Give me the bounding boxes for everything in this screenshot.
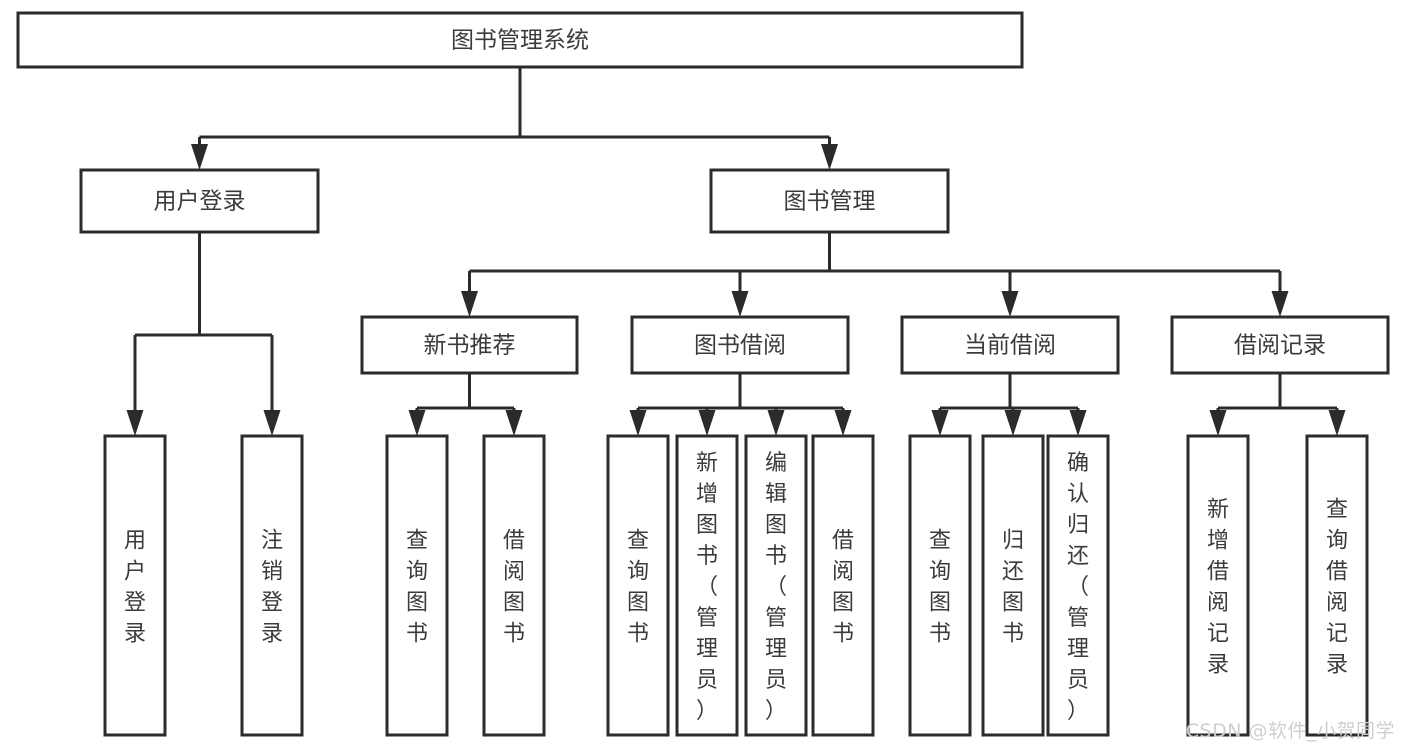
node-borrow-record[interactable]: 借阅记录 (1170, 315, 1390, 375)
leaf-box (908, 434, 972, 737)
edge-leaf-add-book-arrowhead (698, 410, 716, 436)
leaf-query-record[interactable]: 查询借阅记录 (1305, 434, 1369, 737)
edge-book-manage-to-borrow-record-arrowhead (1271, 291, 1289, 317)
leaf-label: 新增图书（管理员） (696, 451, 718, 724)
leaf-label: 新增借阅记录 (1207, 498, 1229, 678)
leaf-label: 借阅图书 (503, 529, 525, 647)
node-label: 图书借阅 (694, 333, 786, 359)
leaf-box (675, 434, 739, 737)
leaf-logout[interactable]: 注销登录 (240, 434, 304, 737)
node-box (1170, 315, 1390, 375)
leaf-user-login[interactable]: 用户登录 (103, 434, 167, 737)
edge-leaf-logout-arrowhead (263, 410, 281, 436)
leaf-add-record[interactable]: 新增借阅记录 (1186, 434, 1250, 737)
leaf-box (1046, 434, 1110, 737)
edge-leaf-borrow-book-arrowhead (834, 410, 852, 436)
node-label: 用户登录 (154, 189, 246, 215)
leaf-query-book-rec[interactable]: 查询图书 (385, 434, 449, 737)
node-book-manage[interactable]: 图书管理 (709, 168, 950, 234)
connector-edges (126, 67, 1346, 436)
edge-leaf-query-book-rec-arrowhead (408, 410, 426, 436)
node-root[interactable]: 图书管理系统 (16, 11, 1024, 69)
leaf-label: 归还图书 (1002, 529, 1024, 647)
node-user-login[interactable]: 用户登录 (79, 168, 320, 234)
node-label: 新书推荐 (424, 333, 516, 359)
edge-leaf-add-record-arrowhead (1209, 410, 1227, 436)
edge-book-manage-to-new-book-rec-arrowhead (461, 291, 478, 317)
node-box (16, 11, 1024, 69)
edge-book-manage-to-book-borrow-arrowhead (731, 291, 749, 317)
edge-leaf-query-book-borrow-arrowhead (629, 410, 647, 436)
node-current-borrow[interactable]: 当前借阅 (900, 315, 1120, 375)
edge-leaf-borrow-book-rec-arrowhead (505, 410, 523, 436)
leaf-box (981, 434, 1045, 737)
leaf-box (1186, 434, 1250, 737)
node-box (630, 315, 850, 375)
leaf-label: 查询借阅记录 (1326, 498, 1348, 678)
node-new-book-rec[interactable]: 新书推荐 (360, 315, 579, 375)
leaf-label: 用户登录 (124, 529, 146, 647)
leaf-box (240, 434, 304, 737)
edge-leaf-user-login-arrowhead (126, 410, 144, 436)
edge-leaf-confirm-return-arrowhead (1069, 410, 1087, 436)
leaf-box (482, 434, 546, 737)
leaf-confirm-return[interactable]: 确认归还（管理员） (1046, 434, 1110, 737)
diagram-nodes: 图书管理系统用户登录图书管理新书推荐图书借阅当前借阅借阅记录用户登录注销登录查询… (16, 11, 1390, 737)
leaf-borrow-book-rec[interactable]: 借阅图书 (482, 434, 546, 737)
leaf-label: 编辑图书（管理员） (765, 451, 787, 724)
leaf-box (811, 434, 875, 737)
node-box (900, 315, 1120, 375)
leaf-label: 注销登录 (261, 529, 283, 647)
node-box (360, 315, 579, 375)
leaf-borrow-book[interactable]: 借阅图书 (811, 434, 875, 737)
node-label: 图书管理 (784, 189, 876, 215)
leaf-query-book-current[interactable]: 查询图书 (908, 434, 972, 737)
leaf-box (744, 434, 808, 737)
leaf-label: 确认归还（管理员） (1067, 451, 1089, 724)
leaf-query-book-borrow[interactable]: 查询图书 (606, 434, 670, 737)
edge-book-manage-to-current-borrow-arrowhead (1001, 291, 1019, 317)
leaf-label: 查询图书 (627, 529, 649, 647)
edge-leaf-return-book-arrowhead (1004, 410, 1022, 436)
node-label: 当前借阅 (964, 333, 1056, 359)
leaf-box (1305, 434, 1369, 737)
leaf-box (385, 434, 449, 737)
node-book-borrow[interactable]: 图书借阅 (630, 315, 850, 375)
node-label: 借阅记录 (1234, 333, 1326, 359)
leaf-add-book[interactable]: 新增图书（管理员） (675, 434, 739, 737)
edge-leaf-edit-book-arrowhead (767, 410, 785, 436)
edge-leaf-query-book-current-arrowhead (931, 410, 949, 436)
leaf-box (606, 434, 670, 737)
edge-root-to-book-manage-arrowhead (821, 144, 838, 170)
leaf-return-book[interactable]: 归还图书 (981, 434, 1045, 737)
leaf-label: 查询图书 (406, 529, 428, 647)
node-box (709, 168, 950, 234)
leaf-edit-book[interactable]: 编辑图书（管理员） (744, 434, 808, 737)
leaf-box (103, 434, 167, 737)
edge-root-to-user-login-arrowhead (191, 144, 208, 170)
leaf-label: 查询图书 (929, 529, 951, 647)
leaf-label: 借阅图书 (832, 529, 854, 647)
node-box (79, 168, 320, 234)
edge-leaf-query-record-arrowhead (1328, 410, 1346, 436)
node-label: 图书管理系统 (451, 28, 589, 54)
